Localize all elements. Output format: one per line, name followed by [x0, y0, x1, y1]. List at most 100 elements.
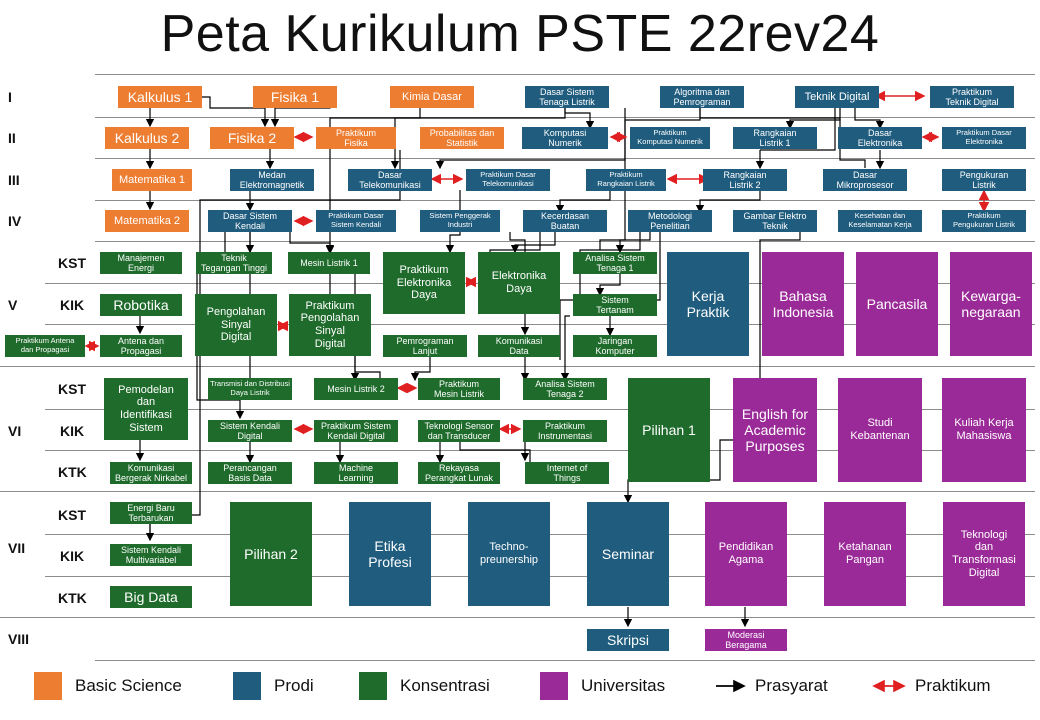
course-manajemen-energi[interactable]: Manajemen Energi [100, 252, 182, 274]
course-rangkaian-listrik-2[interactable]: Rangkaian Listrik 2 [703, 169, 787, 191]
course-english-academic-purposes[interactable]: English for Academic Purposes [733, 378, 817, 482]
course-praktikum-instrumentasi[interactable]: Praktikum Instrumentasi [523, 420, 607, 442]
course-pendidikan-agama[interactable]: Pendidikan Agama [705, 502, 787, 606]
course-pancasila[interactable]: Pancasila [856, 252, 938, 356]
legend-label: Praktikum [915, 676, 991, 695]
grid-line [0, 491, 1035, 492]
course-praktikum-antena-propagasi[interactable]: Praktikum Antena dan Propagasi [5, 335, 85, 357]
course-internet-of-things[interactable]: Internet of Things [525, 462, 609, 484]
course-kerja-praktik[interactable]: Kerja Praktik [667, 252, 749, 356]
course-studi-kebantenan[interactable]: Studi Kebantenan [838, 378, 922, 482]
course-energi-baru-terbarukan[interactable]: Energi Baru Terbarukan [110, 502, 192, 524]
course-dasar-sistem-kendali[interactable]: Dasar Sistem Kendali [208, 210, 292, 232]
course-mesin-listrik-2[interactable]: Mesin Listrik 2 [314, 378, 398, 400]
course-machine-learning[interactable]: Machine Learning [314, 462, 398, 484]
semester-label: II [8, 130, 16, 146]
course-pengolahan-sinyal-digital[interactable]: Pengolahan Sinyal Digital [195, 294, 277, 356]
course-kalkulus-2[interactable]: Kalkulus 2 [105, 127, 189, 149]
course-komunikasi-data[interactable]: Komunikasi Data [478, 335, 560, 357]
course-rangkaian-listrik-1[interactable]: Rangkaian Listrik 1 [733, 127, 817, 149]
course-praktikum-rangkaian-listrik[interactable]: Praktikum Rangkaian Listrik [586, 169, 666, 191]
course-pemrograman-lanjut[interactable]: Pemrograman Lanjut [383, 335, 467, 357]
course-big-data[interactable]: Big Data [110, 586, 192, 608]
course-praktikum-mesin-listrik[interactable]: Praktikum Mesin Listrik [418, 378, 500, 400]
course-teknik-tegangan-tinggi[interactable]: Teknik Tegangan Tinggi [196, 252, 272, 274]
course-technopreneurship[interactable]: Techno- preunership [468, 502, 550, 606]
group-label: KIK [60, 548, 85, 564]
course-ketahanan-pangan[interactable]: Ketahanan Pangan [824, 502, 906, 606]
course-sistem-kendali-multivariabel[interactable]: Sistem Kendali Multivariabel [110, 544, 192, 566]
course-pilihan-2[interactable]: Pilihan 2 [230, 502, 312, 606]
semester-label: VIII [8, 631, 30, 647]
course-matematika-1[interactable]: Matematika 1 [112, 169, 192, 191]
course-komunikasi-bergerak-nirkabel[interactable]: Komunikasi Bergerak Nirkabel [110, 462, 192, 484]
course-analisa-sistem-tenaga-1[interactable]: Analisa Sistem Tenaga 1 [573, 252, 657, 274]
course-mesin-listrik-1[interactable]: Mesin Listrik 1 [288, 252, 370, 274]
course-teknologi-sensor-transducer[interactable]: Teknologi Sensor dan Transducer [418, 420, 500, 442]
course-dasar-telekomunikasi[interactable]: Dasar Telekomunikasi [348, 169, 432, 191]
course-probabilitas-statistik[interactable]: Probabilitas dan Statistik [420, 127, 504, 149]
semester-label: VI [8, 423, 22, 439]
course-metodologi-penelitian[interactable]: Metodologi Penelitian [628, 210, 712, 232]
course-skripsi[interactable]: Skripsi [587, 629, 669, 651]
course-praktikum-fisika[interactable]: Praktikum Fisika [316, 127, 396, 149]
course-robotika[interactable]: Robotika [100, 294, 182, 316]
course-rekayasa-perangkat-lunak[interactable]: Rekayasa Perangkat Lunak [418, 462, 500, 484]
course-praktikum-elektronika-daya[interactable]: Praktikum Elektronika Daya [383, 252, 465, 314]
course-praktikum-dasar-elektronika[interactable]: Praktikum Dasar Elektronika [942, 127, 1026, 149]
course-praktikum-sistem-kendali-digital[interactable]: Praktikum Sistem Kendali Digital [314, 420, 398, 442]
course-praktikum-pengolahan-sinyal-digital[interactable]: Praktikum Pengolahan Sinyal Digital [289, 294, 371, 356]
course-medan-elektromagnetik[interactable]: Medan Elektromagnetik [230, 169, 314, 191]
grid-line [95, 200, 1035, 201]
course-analisa-sistem-tenaga-2[interactable]: Analisa Sistem Tenaga 2 [523, 378, 607, 400]
course-kimia-dasar[interactable]: Kimia Dasar [390, 86, 474, 108]
course-bahasa-indonesia[interactable]: Bahasa Indonesia [762, 252, 844, 356]
grid-line [0, 366, 1035, 367]
legend-label: Prodi [274, 676, 314, 695]
course-praktikum-komputasi-numerik[interactable]: Praktikum Komputasi Numerik [630, 127, 710, 149]
course-praktikum-dasar-telekomunikasi[interactable]: Praktikum Dasar Telekomunikasi [466, 169, 550, 191]
course-praktikum-teknik-digital[interactable]: Praktikum Teknik Digital [930, 86, 1014, 108]
course-teknologi-transformasi-digital[interactable]: Teknologi dan Transformasi Digital [943, 502, 1025, 606]
course-dasar-elektronika[interactable]: Dasar Elektronika [838, 127, 922, 149]
course-pengukuran-listrik[interactable]: Pengukuran Listrik [942, 169, 1026, 191]
course-perancangan-basis-data[interactable]: Perancangan Basis Data [208, 462, 292, 484]
course-kewarganegaraan[interactable]: Kewarga- negaraan [950, 252, 1032, 356]
course-kalkulus-1[interactable]: Kalkulus 1 [118, 86, 202, 108]
group-label: KIK [60, 423, 85, 439]
grid-line [45, 450, 1035, 451]
course-kuliah-kerja-mahasiswa[interactable]: Kuliah Kerja Mahasiswa [942, 378, 1026, 482]
course-matematika-2[interactable]: Matematika 2 [105, 210, 189, 232]
course-transmisi-distribusi[interactable]: Transmisi dan Distribusi Daya Listrik [208, 378, 292, 400]
course-etika-profesi[interactable]: Etika Profesi [349, 502, 431, 606]
course-kecerdasan-buatan[interactable]: Kecerdasan Buatan [523, 210, 607, 232]
course-pilihan-1[interactable]: Pilihan 1 [628, 378, 710, 482]
course-praktikum-pengukuran-listrik[interactable]: Praktikum Pengukuran Listrik [942, 210, 1026, 232]
course-gambar-elektro-teknik[interactable]: Gambar Elektro Teknik [733, 210, 817, 232]
group-label: KST [58, 507, 86, 523]
course-pemodelan-identifikasi-sistem[interactable]: Pemodelan dan Identifikasi Sistem [104, 378, 188, 440]
course-kesehatan-keselamatan-kerja[interactable]: Kesehatan dan Keselamatan Kerja [838, 210, 922, 232]
course-jaringan-komputer[interactable]: Jaringan Komputer [573, 335, 657, 357]
course-elektronika-daya[interactable]: Elektronika Daya [478, 252, 560, 314]
course-fisika-2[interactable]: Fisika 2 [210, 127, 294, 149]
course-sistem-penggerak-industri[interactable]: Sistem Penggerak Industri [420, 210, 500, 232]
course-dasar-mikroprosesor[interactable]: Dasar Mikroprosesor [823, 169, 907, 191]
course-antena-propagasi[interactable]: Antena dan Propagasi [100, 335, 182, 357]
course-sistem-tertanam[interactable]: Sistem Tertanam [573, 294, 657, 316]
course-fisika-1[interactable]: Fisika 1 [253, 86, 337, 108]
course-teknik-digital[interactable]: Teknik Digital [795, 86, 879, 108]
course-dasar-sistem-tenaga-listrik[interactable]: Dasar Sistem Tenaga Listrik [525, 86, 609, 108]
course-seminar[interactable]: Seminar [587, 502, 669, 606]
grid-line [95, 117, 1035, 118]
semester-label: V [8, 297, 18, 313]
grid-line [95, 241, 1035, 242]
course-komputasi-numerik[interactable]: Komputasi Numerik [522, 127, 608, 149]
legend-swatch-prodi [233, 672, 261, 700]
legend-label: Prasyarat [755, 676, 828, 695]
course-algoritma-pemrograman[interactable]: Algoritma dan Pemrograman [660, 86, 744, 108]
course-moderasi-beragama[interactable]: Moderasi Beragama [705, 629, 787, 651]
course-sistem-kendali-digital[interactable]: Sistem Kendali Digital [208, 420, 292, 442]
course-praktikum-dasar-sistem-kendali[interactable]: Praktikum Dasar Sistem Kendali [316, 210, 396, 232]
